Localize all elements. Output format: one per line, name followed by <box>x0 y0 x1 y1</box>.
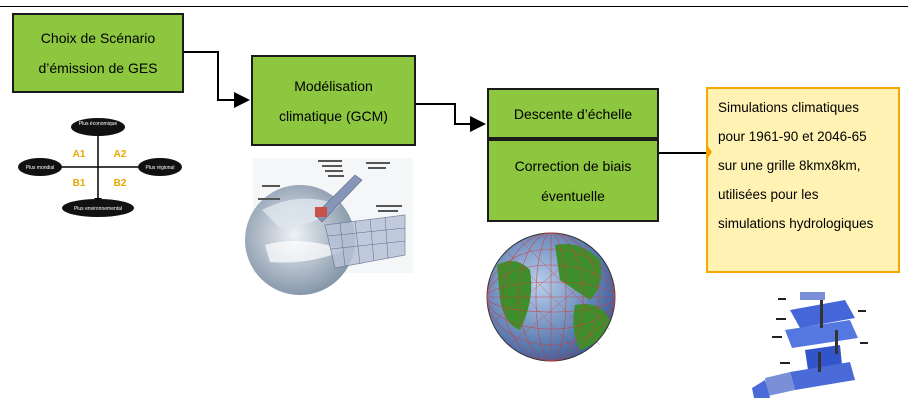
top-rule <box>0 6 908 7</box>
result-line-1: Simulations climatiques <box>718 100 860 115</box>
quadrant-a2: A2 <box>114 149 127 160</box>
modeling-line2: climatique (GCM) <box>279 107 388 124</box>
scenario-choice-box: Choix de Scénario d’émission de GES <box>12 13 184 93</box>
scenario-left-label: Plus mondial <box>26 165 55 171</box>
quadrant-b2: B2 <box>114 178 127 189</box>
arrow-scenario-to-modeling <box>184 51 250 108</box>
bias-correction-box: Correction de biais éventuelle <box>487 139 659 222</box>
scenario-line1: Choix de Scénario <box>40 30 156 46</box>
scenario-line2: d’émission de GES <box>38 60 158 76</box>
simulation-results-box: Simulations climatiques pour 1961-90 et … <box>706 87 900 273</box>
result-line-3: sur une grille 8kmx8km, <box>718 158 861 173</box>
result-line-2: pour 1961-90 et 2046-65 <box>718 129 867 144</box>
scenario-top-label: Plus économique <box>79 121 118 127</box>
downscaling-label: Descente d’échelle <box>513 105 633 122</box>
climate-modeling-box: Modélisation climatique (GCM) <box>251 55 416 146</box>
arrow-modeling-to-downscaling <box>416 103 486 132</box>
result-pointer-icon <box>707 145 712 159</box>
downscaling-box: Descente d’échelle <box>487 88 659 139</box>
quadrant-b1: B1 <box>73 178 86 189</box>
result-line-5: simulations hydrologiques <box>718 216 874 231</box>
bias-line1: Correction de biais <box>514 157 632 174</box>
hydrology-model-image <box>752 292 868 398</box>
scenario-right-label: Plus régional <box>146 165 175 171</box>
scenario-bottom-label: Plus environnemental <box>74 206 122 212</box>
result-line-4: utilisées pour les <box>718 187 819 202</box>
gcm-grid-globe-image <box>245 158 413 295</box>
modeling-line1: Modélisation <box>294 77 373 94</box>
quadrant-a1: A1 <box>73 149 86 160</box>
wireframe-globe-image <box>486 232 616 362</box>
scenario-quadrant-diagram: Plus économique Plus environnemental Plu… <box>18 118 182 217</box>
bias-line2: éventuelle <box>541 187 605 204</box>
